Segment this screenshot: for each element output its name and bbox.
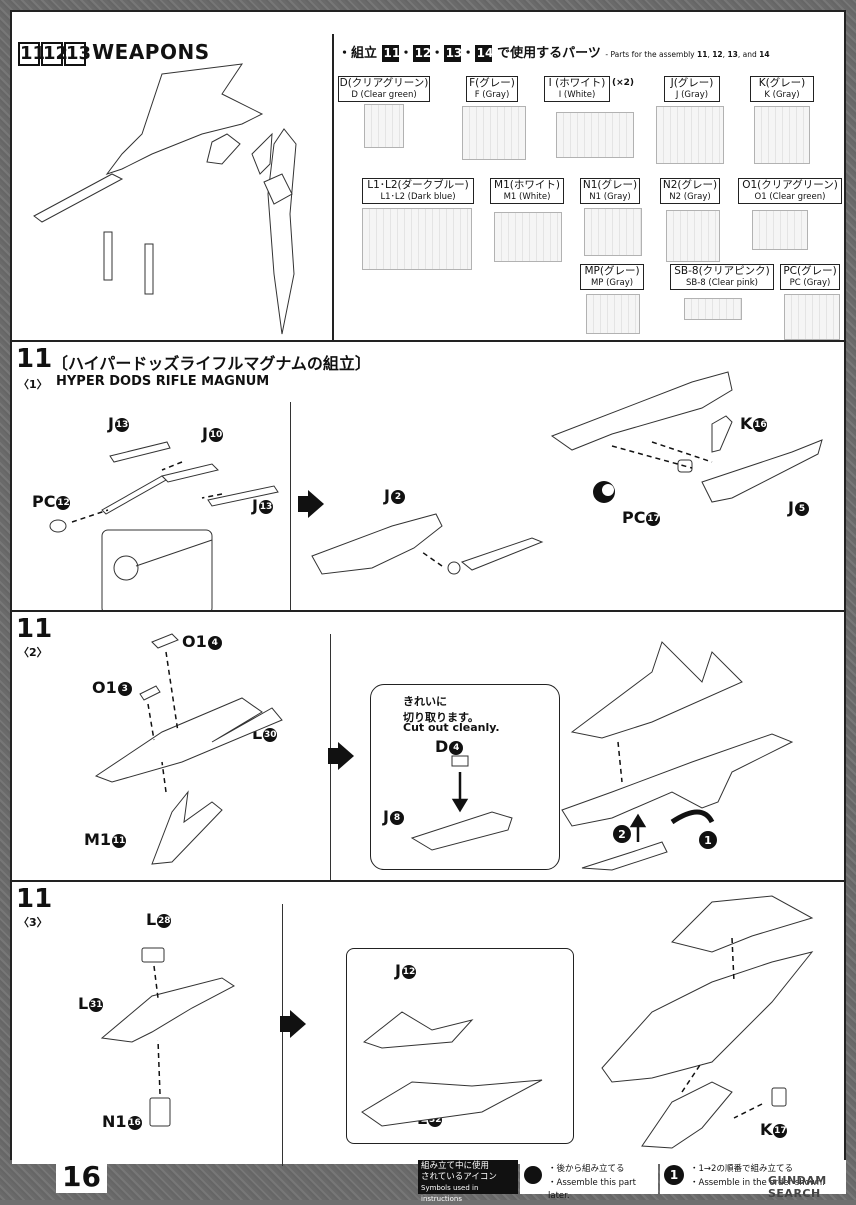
instruction-page: 111213 WEAPONS ・組立 11・12・13・14 で使用するパーツ …: [10, 10, 846, 1166]
step-11-2-sub: 〈2〉: [18, 646, 48, 659]
sprue-pc: [784, 294, 840, 340]
order-badge-1: [699, 831, 717, 849]
parts-heading-jp: ・組立: [338, 46, 378, 61]
weapons-title: WEAPONS: [92, 40, 210, 64]
part-label-d: D(クリアグリーン)D (Clear green): [338, 76, 430, 102]
step-11-1-next-arrow: [298, 490, 324, 518]
part-label-l1l2: L1･L2(ダークブルー)L1･L2 (Dark blue): [362, 178, 474, 204]
step-11-1-sub: 〈1〉: [18, 378, 48, 391]
step-11-3-next-arrow: [280, 1010, 306, 1038]
part-label-n1: N1(グレー)N1 (Gray): [580, 178, 640, 204]
order-legend: 1 ・1→2の順番で組み立てる ・Assemble in the order s…: [660, 1160, 846, 1200]
order-legend-icon: 1: [664, 1165, 684, 1185]
step-11-2-next-arrow: [328, 742, 354, 770]
assemble-later-legend: ・後から組み立てる ・Assemble this part later.: [520, 1160, 658, 1201]
part-label-sb8: MP(グレー)SB-8(クリアピンク)SB-8 (Clear pink): [670, 264, 774, 290]
sprue-f: [462, 106, 526, 160]
step-11-1-title-jp: 〔ハイパードッズライフルマグナムの組立〕: [52, 354, 371, 373]
step-11-3-number: 11: [16, 884, 53, 914]
weapons-header: 111213 WEAPONS: [18, 40, 210, 66]
sprue-j: [656, 106, 724, 164]
parts-num-13: 13: [443, 45, 463, 62]
sprue-n2: [666, 210, 720, 262]
weapons-illustration: [33, 63, 297, 335]
part-label-mp: MP(グレー)MP (Gray): [580, 264, 644, 290]
sprue-i: [556, 112, 634, 158]
sprue-k: [754, 106, 810, 164]
rotate-arrow: [670, 809, 715, 825]
step-11-3-sub: 〈3〉: [18, 916, 48, 929]
part-label-i: I (ホワイト)I (White): [544, 76, 610, 102]
cut-note-jp: きれいに切り取ります。: [403, 695, 479, 724]
sprue-mp: [586, 294, 640, 334]
parts-num-11: 11: [381, 45, 401, 62]
part-label-k: K(グレー)K (Gray): [750, 76, 814, 102]
step-11-3-divider: [282, 904, 283, 1166]
step-box-12: 12: [41, 42, 69, 66]
step-11-1-illustration: [49, 371, 823, 615]
step-11-2-number: 11: [16, 614, 53, 644]
parts-panel: ・組立 11・12・13・14 で使用するパーツ - Parts for the…: [334, 34, 846, 342]
page-number: 16: [56, 1160, 107, 1193]
assemble-later-legend-icon: [524, 1166, 542, 1184]
sprue-sb8: [684, 298, 742, 320]
step-11-1-divider: [290, 402, 291, 614]
part-label-pc: PC(グレー)PC (Gray): [780, 264, 840, 290]
parts-num-14: 14: [474, 45, 494, 62]
part-label-n2: N2(グレー)N2 (Gray): [660, 178, 720, 204]
parts-heading-en: - Parts for the assembly 11, 12, 13, and…: [605, 50, 770, 59]
step-11-3-illustration: [100, 895, 814, 1149]
part-label-o1: O1(クリアグリーン)O1 (Clear green): [738, 178, 842, 204]
sprue-m1: [494, 212, 562, 262]
step-11-1-panel: 11 〔ハイパードッズライフルマグナムの組立〕 〈1〉 HYPER DODS R…: [12, 340, 844, 615]
part-label-j: J(グレー)J (Gray): [664, 76, 720, 102]
sprue-o1: [752, 210, 808, 250]
parts-num-12: 12: [412, 45, 432, 62]
order-badge-1-text: 1: [704, 834, 712, 847]
weapons-panel: 111213 WEAPONS: [12, 34, 332, 342]
sprue-l1l2: [362, 208, 472, 270]
step-11-2-illustration: 2 1: [94, 633, 794, 871]
parts-heading: ・組立 11・12・13・14 で使用するパーツ - Parts for the…: [338, 45, 770, 62]
step-11-1-number: 11: [16, 344, 53, 374]
sprue-d: [364, 104, 404, 148]
cut-note-en: Cut out cleanly.: [403, 721, 500, 734]
parts-heading-tail: で使用するパーツ: [497, 46, 601, 61]
sprue-n1: [584, 208, 642, 256]
order-badge-2-text: 2: [618, 828, 626, 841]
step-11-1-title-en: HYPER DODS RIFLE MAGNUM: [56, 374, 270, 389]
step-box-13: 13: [64, 42, 92, 66]
part-label-m1: M1(ホワイト)M1 (White): [490, 178, 564, 204]
top-divider: [332, 34, 334, 342]
order-badge-2: [613, 825, 631, 843]
part-i-multiplier: (×2): [612, 78, 635, 88]
step-box-11: 11: [18, 42, 46, 66]
part-label-f: F(グレー)F (Gray): [466, 76, 518, 102]
watermark: GUNDAM SEARCH: [768, 1174, 827, 1200]
